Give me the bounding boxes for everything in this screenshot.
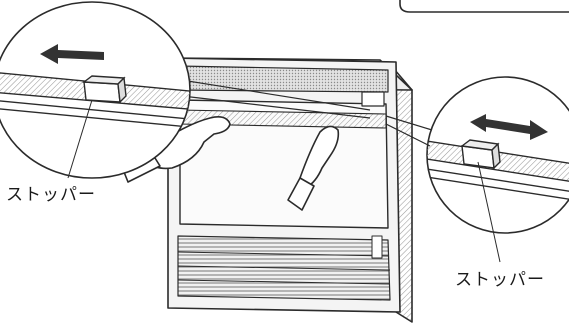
frame-corner <box>400 0 569 12</box>
unit-stopper-mark <box>372 236 382 258</box>
stopper-label-left: ストッパー <box>6 180 96 205</box>
left-stopper <box>84 82 120 102</box>
stopper-label-right: ストッパー <box>455 265 545 290</box>
panel-latch <box>362 92 384 106</box>
right-detail-circle <box>420 77 569 262</box>
top-grille <box>178 66 388 92</box>
